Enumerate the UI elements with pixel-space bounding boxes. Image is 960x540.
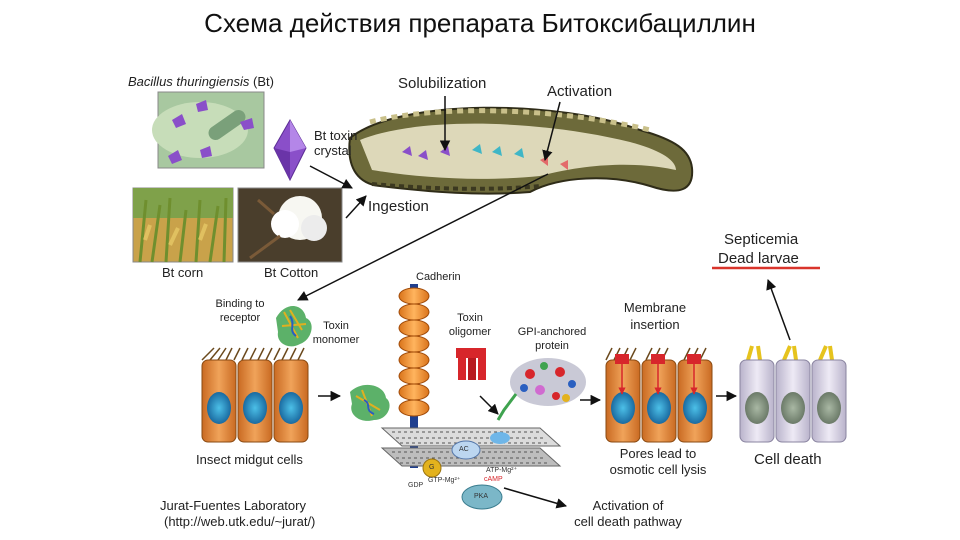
larva-to-midgut-arrow bbox=[297, 173, 549, 301]
gtp-label: GTP-Mg²⁺ bbox=[428, 477, 461, 484]
bt-cotton-label: Bt Cotton bbox=[264, 265, 319, 280]
crystal-to-ingestion-arrow bbox=[309, 165, 353, 189]
atp-label: ATP-Mg²⁺ bbox=[486, 467, 518, 474]
ingestion-label: Ingestion bbox=[368, 198, 429, 215]
dead-larvae-label: Dead larvae bbox=[718, 250, 799, 267]
ac-label: AC bbox=[459, 446, 469, 453]
bound-toxin-icon bbox=[350, 384, 390, 421]
binding-label-1: Binding to bbox=[215, 298, 265, 310]
solubilization-label: Solubilization bbox=[398, 75, 487, 92]
bt-corn-label: Bt corn bbox=[162, 265, 204, 280]
pka-to-pathway-arrow bbox=[503, 487, 568, 509]
g-protein-icon bbox=[422, 458, 442, 478]
lab-name: Jurat-Fuentes Laboratory bbox=[160, 498, 306, 513]
bt-cotton-photo bbox=[237, 187, 343, 263]
bt-species-abbr: (Bt) bbox=[253, 74, 274, 89]
binding-label-2: receptor bbox=[219, 312, 261, 324]
gpi-label-2: protein bbox=[535, 340, 569, 352]
bt-micrograph bbox=[152, 91, 265, 169]
pores-label-2: osmotic cell lysis bbox=[609, 462, 707, 477]
camp-label: cAMP bbox=[484, 476, 503, 483]
septicemia-label: Septicemia bbox=[724, 231, 799, 248]
activation-pathway-label-1: Activation of bbox=[592, 498, 664, 513]
pka-label: PKA bbox=[474, 493, 489, 500]
pore-cells bbox=[605, 347, 713, 443]
toxin-monomer-label-1: Toxin bbox=[323, 320, 349, 332]
bt-species-italic: Bacillus thuringiensis bbox=[128, 74, 250, 89]
page-title: Схема действия препарата Битоксибациллин bbox=[204, 8, 756, 38]
membrane-insertion-label-2: insertion bbox=[630, 317, 680, 332]
plants-to-ingestion-arrow bbox=[345, 195, 367, 219]
gpi-protein-icon bbox=[496, 358, 586, 421]
gdp-label: GDP bbox=[408, 482, 424, 489]
toxin-oligomer-label-2: oligomer bbox=[448, 326, 492, 338]
toxin-monomer-icon bbox=[276, 305, 312, 347]
toxin-monomer-label-2: monomer bbox=[312, 334, 360, 346]
toxin-oligomer-icon bbox=[456, 348, 486, 380]
oligomer-arrow bbox=[479, 395, 499, 415]
gpi-label-1: GPI-anchored bbox=[517, 326, 587, 338]
activation-label: Activation bbox=[547, 83, 613, 100]
membrane-bilayer-icon bbox=[380, 427, 562, 467]
cell-death-label: Cell death bbox=[754, 451, 822, 468]
dead-cells bbox=[739, 345, 847, 443]
pores-label-1: Pores lead to bbox=[619, 446, 697, 461]
g-protein-label: G bbox=[429, 464, 435, 471]
bt-crystal-icon bbox=[273, 118, 307, 182]
death-to-septicemia-arrow bbox=[766, 279, 791, 341]
membrane-insertion-label-1: Membrane bbox=[623, 300, 687, 315]
activation-pathway-label-2: cell death pathway bbox=[574, 514, 682, 529]
activation-arrow bbox=[542, 101, 561, 162]
cadherin-label: Cadherin bbox=[416, 271, 461, 283]
toxin-oligomer-label-1: Toxin bbox=[457, 312, 483, 324]
insect-midgut-label: Insect midgut cells bbox=[196, 452, 303, 467]
bt-species-label: Bacillus thuringiensis (Bt) bbox=[128, 74, 274, 89]
cadherin-receptor-icon bbox=[398, 284, 430, 468]
midgut-cells bbox=[201, 347, 309, 443]
larva-icon bbox=[348, 106, 694, 195]
bt-corn-photo bbox=[132, 187, 234, 263]
toxin-crystal-label-1: Bt toxin bbox=[314, 128, 358, 143]
toxin-crystal-label-2: crystal bbox=[314, 143, 352, 158]
pka-icon bbox=[461, 484, 503, 510]
lab-url-link[interactable]: (http://web.utk.edu/~jurat/) bbox=[164, 514, 316, 529]
